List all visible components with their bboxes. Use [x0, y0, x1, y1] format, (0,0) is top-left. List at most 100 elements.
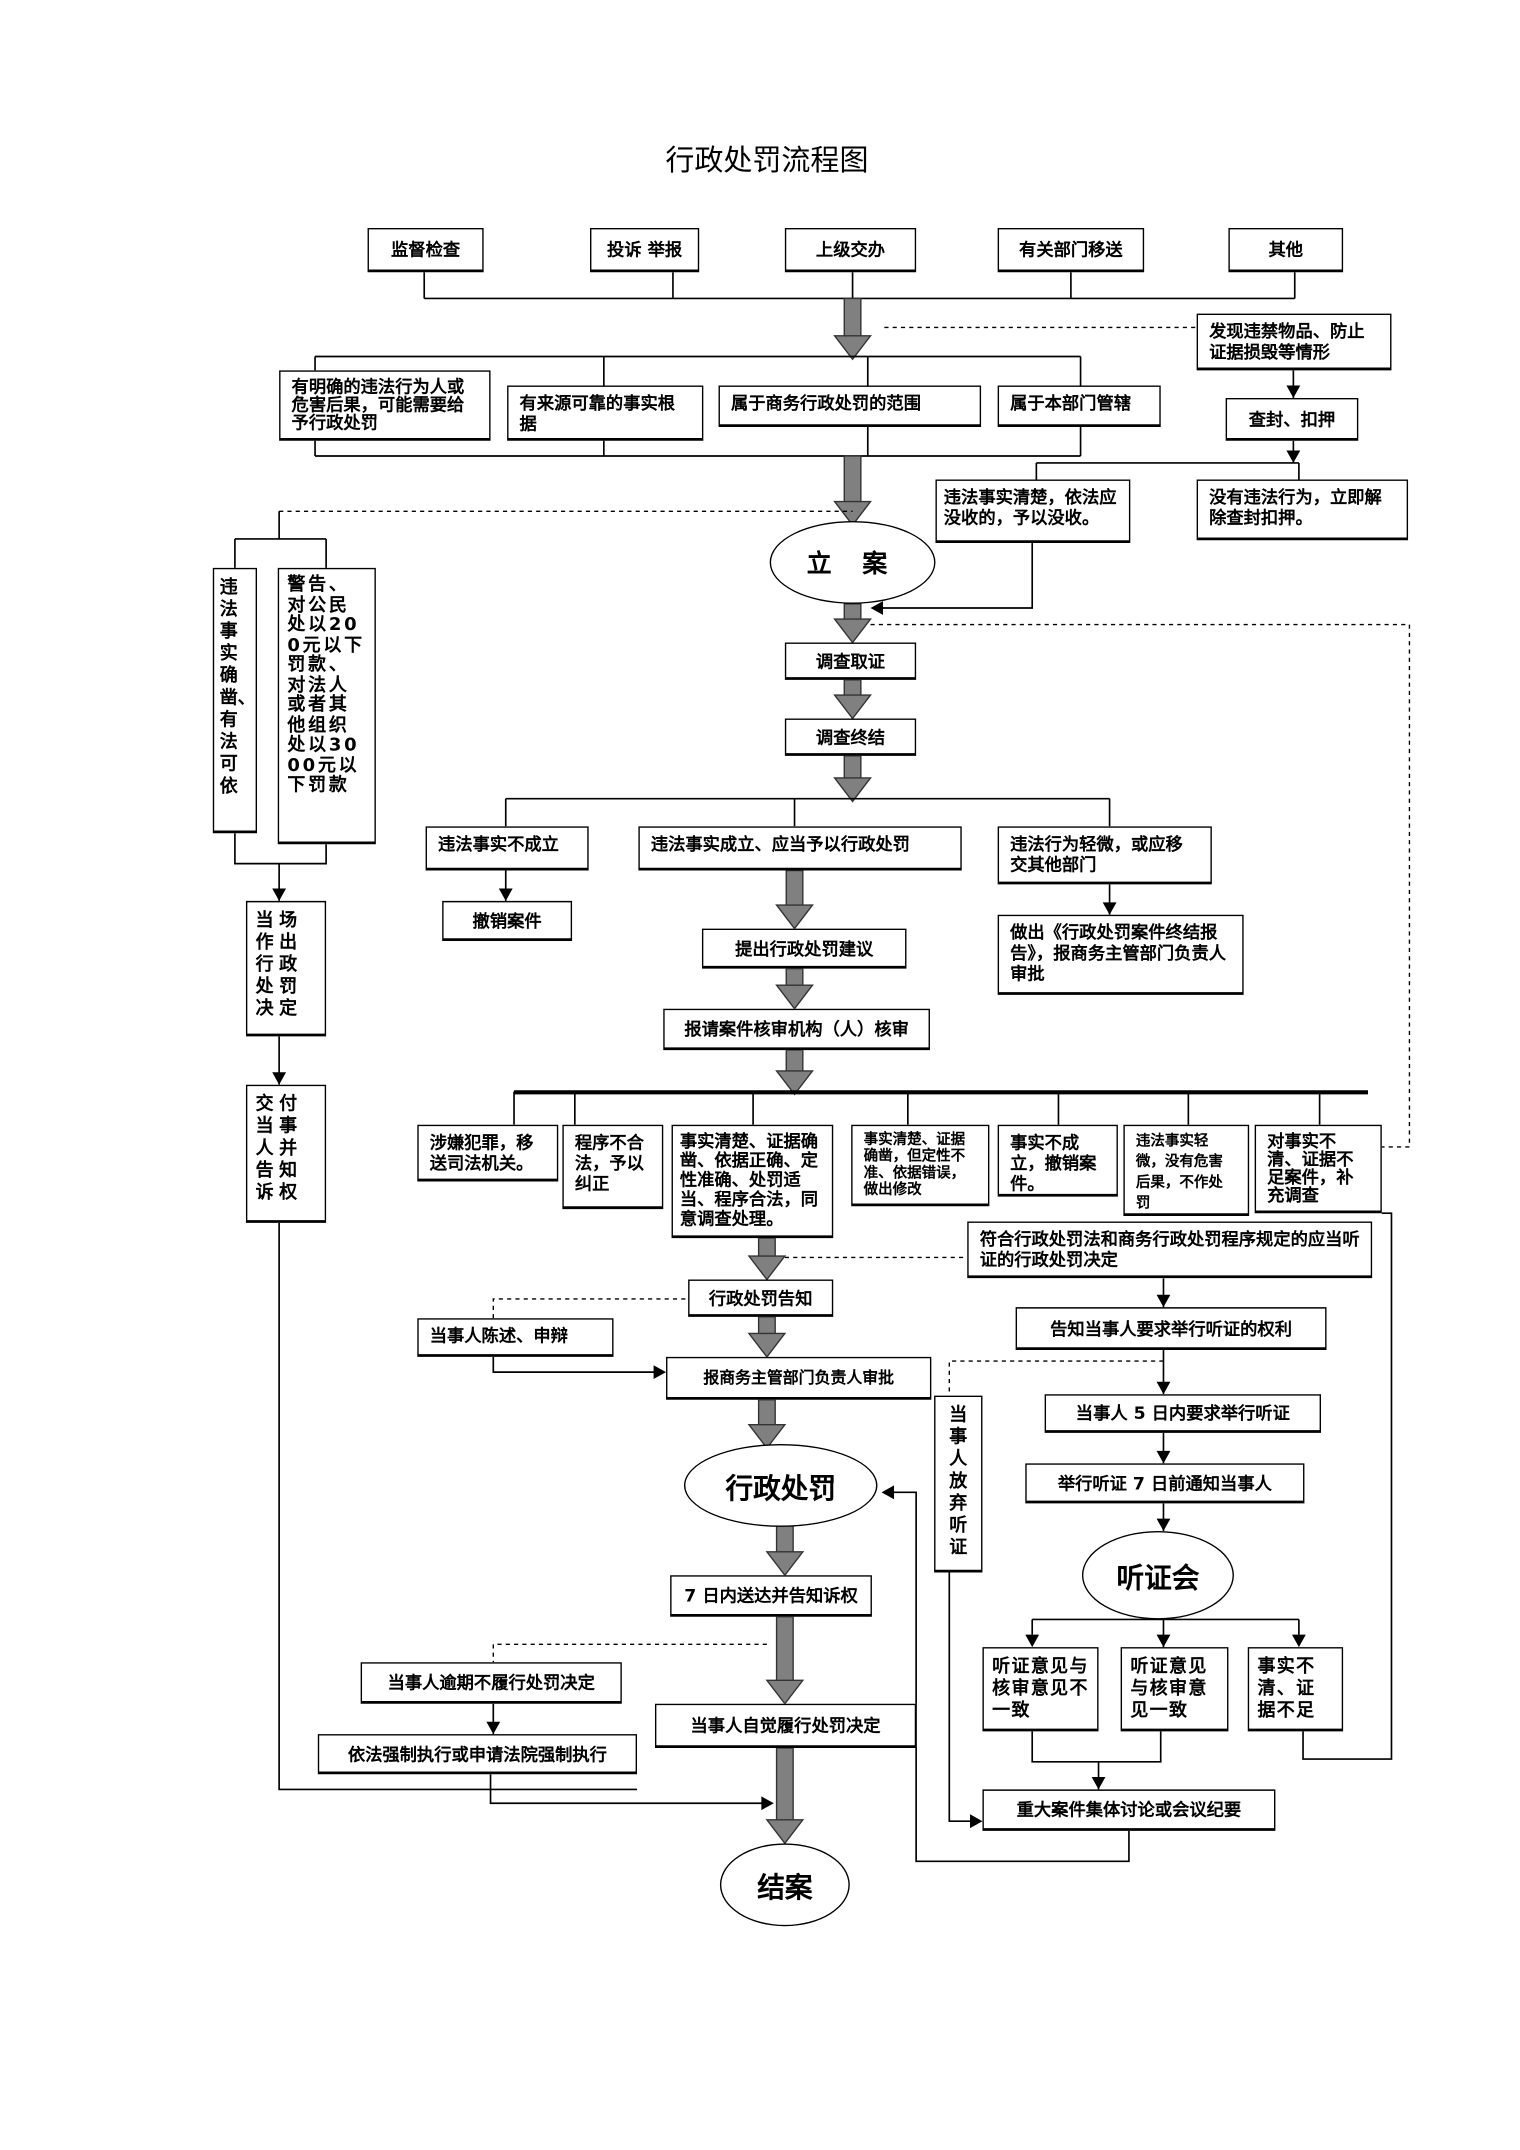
seizure-trigger: 发现违禁物品、防止证据损毁等情形 — [1196, 313, 1392, 371]
hearing-notify: 举行听证 7 日前通知当事人 — [1025, 1463, 1305, 1504]
flow-arrow-shaft — [785, 1049, 804, 1073]
arrowhead-icon — [486, 1721, 501, 1735]
node-hearing: 听证会 — [1081, 1531, 1234, 1620]
flow-arrow-shaft — [757, 1316, 776, 1336]
step-overdue: 当事人逾期不履行处罚决定 — [360, 1662, 622, 1704]
condition-violator: 有明确的违法行为人或危害后果，可能需要给予行政处罚 — [279, 370, 491, 441]
step-review: 报请案件核审机构（人）核审 — [663, 1008, 930, 1051]
node-penalty: 行政处罚 — [683, 1443, 878, 1527]
step-conclude: 调查终结 — [784, 718, 917, 756]
flow-arrowhead-icon — [747, 1332, 787, 1359]
flow-arrowhead-icon — [765, 1551, 805, 1577]
seizure-confiscate: 违法事实清楚，依法应没收的，予以没收。 — [935, 479, 1131, 544]
arrowhead-icon — [1091, 1776, 1106, 1790]
arrowhead-icon — [1156, 1381, 1171, 1395]
step-approve: 报商务主管部门负责人审批 — [666, 1356, 932, 1400]
hearing-result-disagree: 听证意见与核审意见不一致 — [982, 1647, 1099, 1732]
summary-facts: 违法事实确凿、有法可依 — [212, 567, 258, 834]
flow-arrow-shaft — [775, 1747, 794, 1822]
result-violation: 违法事实成立、应当予以行政处罚 — [638, 826, 962, 871]
arrowhead-icon — [1025, 1634, 1040, 1648]
seizure-release: 没有违法行为，立即解除查封扣押。 — [1196, 479, 1409, 541]
arrowhead-icon — [970, 1814, 983, 1829]
hearing-request: 当事人 5 日内要求举行听证 — [1044, 1394, 1322, 1433]
node-file-case: 立 案 — [769, 520, 936, 604]
flow-arrow-shaft — [843, 455, 862, 504]
flow-arrowhead-icon — [775, 904, 814, 930]
connector-line — [492, 1356, 664, 1373]
flow-arrow-shaft — [757, 1237, 776, 1259]
branch-bar — [514, 1090, 1368, 1095]
hearing-inform: 告知当事人要求举行听证的权利 — [1015, 1307, 1327, 1351]
flow-arrowhead-icon — [833, 777, 872, 803]
step-comply: 当事人自觉履行处罚决定 — [654, 1703, 917, 1748]
connector-line — [948, 1572, 980, 1823]
arrowhead-icon — [1156, 1518, 1171, 1532]
source-superior: 上级交办 — [784, 227, 917, 273]
flow-arrowhead-icon — [747, 1255, 787, 1281]
arrowhead-icon — [272, 1072, 287, 1085]
flow-arrow-shaft — [843, 755, 862, 781]
connector-line — [234, 833, 327, 865]
flow-arrowhead-icon — [775, 984, 814, 1010]
arrowhead-icon — [1156, 1634, 1171, 1648]
flow-arrow-shaft — [775, 1616, 794, 1683]
review-modify: 事实清楚、证据确凿，但定性不准、依据错误，做出修改 — [851, 1124, 990, 1207]
arrowhead-icon — [1286, 450, 1301, 463]
flow-arrowhead-icon — [765, 1679, 805, 1705]
connector-line — [1302, 1212, 1393, 1760]
hearing-discussion: 重大案件集体讨论或会议纪要 — [982, 1789, 1276, 1831]
summary-onsite-decision: 当场作出行政处罚决定 — [245, 900, 327, 1037]
flow-arrowhead-icon — [765, 1819, 805, 1845]
flow-arrow-shaft — [843, 603, 862, 622]
flow-arrowhead-icon — [833, 500, 872, 527]
condition-jurisdiction: 属于本部门管辖 — [997, 385, 1161, 427]
connector-line — [887, 1491, 1130, 1863]
flow-arrow-shaft — [757, 1399, 776, 1427]
condition-evidence: 有来源可靠的事实根据 — [507, 385, 704, 441]
arrowhead-icon — [761, 1796, 774, 1811]
result-minor: 违法行为轻微，或应移交其他部门 — [997, 826, 1212, 885]
arrowhead-icon — [272, 888, 287, 901]
source-other: 其他 — [1228, 227, 1344, 273]
step-propose-penalty: 提出行政处罚建议 — [701, 928, 907, 969]
step-enforce: 依法强制执行或申请法院强制执行 — [317, 1734, 638, 1775]
arrowhead-icon — [498, 888, 513, 901]
condition-scope: 属于商务行政处罚的范围 — [718, 385, 982, 427]
review-approve: 事实清楚、证据确凿、依据正确、定性准确、处罚适当、程序合法，同意调查处理。 — [671, 1124, 834, 1239]
connector-line — [489, 1774, 772, 1805]
dashed-connector — [492, 1643, 767, 1663]
connector-line — [1031, 1731, 1162, 1763]
review-crime: 涉嫌犯罪，移送司法机关。 — [417, 1124, 559, 1182]
flow-arrow-shaft — [785, 967, 804, 988]
flow-arrowhead-icon — [833, 694, 872, 720]
step-statement-defense: 当事人陈述、申辩 — [417, 1318, 614, 1357]
review-no-penalty: 违法事实轻微，没有危害后果，不作处罚 — [1123, 1124, 1250, 1216]
source-inspection: 监督检查 — [367, 227, 484, 273]
step-investigate: 调查取证 — [784, 642, 917, 680]
flow-arrowhead-icon — [833, 618, 872, 644]
step-serve: 7 日内送达并告知诉权 — [670, 1575, 872, 1617]
flow-arrow-shaft — [785, 869, 804, 908]
arrowhead-icon — [881, 1485, 895, 1500]
arrowhead-icon — [653, 1365, 667, 1380]
hearing-result-unclear: 事实不清、证据不足 — [1247, 1647, 1344, 1732]
hearing-result-agree: 听证意见与核审意见一致 — [1120, 1647, 1229, 1732]
arrowhead-icon — [870, 601, 883, 615]
result-cancel-case: 撤销案件 — [442, 900, 573, 942]
result-no-violation: 违法事实不成立 — [425, 826, 589, 871]
step-penalty-notice: 行政处罚告知 — [688, 1279, 834, 1317]
flow-arrowhead-icon — [747, 1423, 787, 1450]
node-close-case: 结案 — [719, 1843, 850, 1927]
dashed-connector — [948, 1360, 1164, 1396]
review-illegal-procedure: 程序不合法，予以纠正 — [562, 1124, 664, 1210]
summary-scope: 警告、对公民处以200元以下罚款、对法人或者其他组织处以3000元以下罚款 — [277, 567, 376, 845]
dashed-connector — [492, 1298, 686, 1319]
summary-deliver: 交付当事人并告知诉权 — [245, 1084, 327, 1223]
flow-arrowhead-icon — [833, 335, 872, 361]
hearing-qualify: 符合行政处罚法和商务行政处罚程序规定的应当听证的行政处罚决定 — [967, 1221, 1373, 1279]
flow-arrow-shaft — [843, 679, 862, 698]
result-final-report: 做出《行政处罚案件终结报告》，报商务主管部门负责人审批 — [997, 914, 1244, 995]
